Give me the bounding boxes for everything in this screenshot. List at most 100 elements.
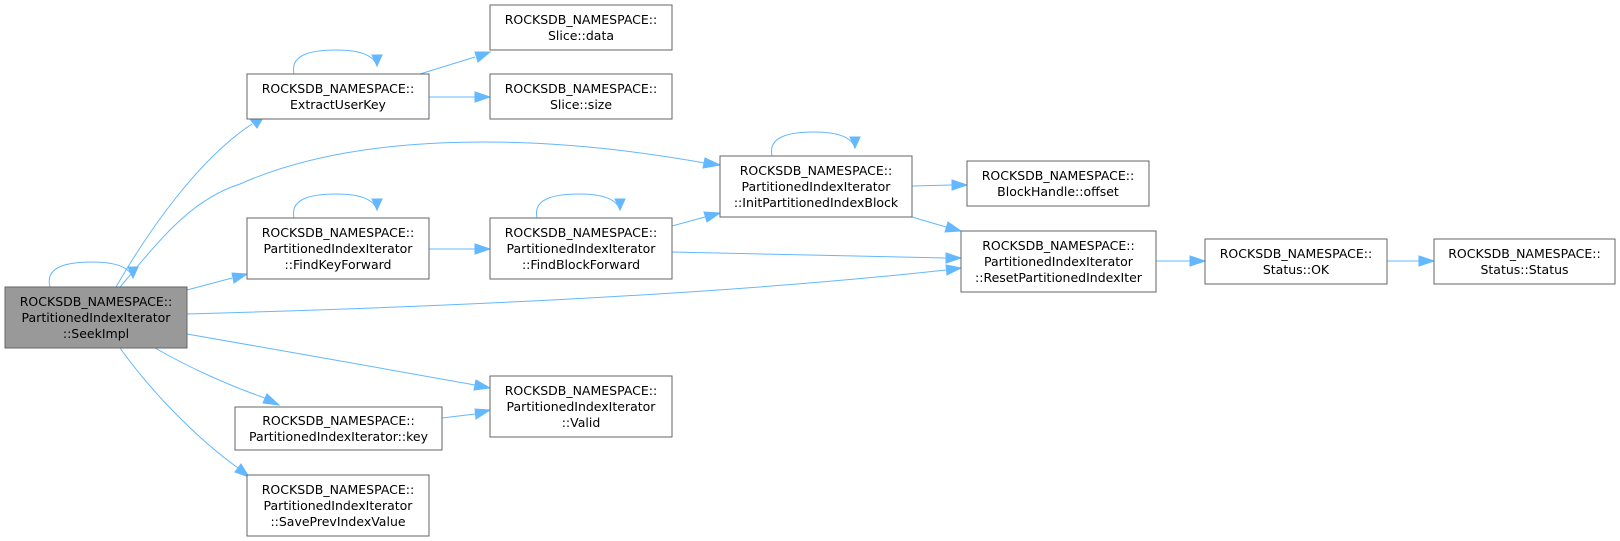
node-label-line: PartitionedIndexIterator bbox=[264, 498, 414, 513]
node-label-line: PartitionedIndexIterator bbox=[507, 241, 657, 256]
node-label-line: PartitionedIndexIterator::key bbox=[249, 429, 429, 444]
node-label-line: BlockHandle::offset bbox=[997, 184, 1119, 199]
node-label-line: ROCKSDB_NAMESPACE:: bbox=[505, 383, 657, 398]
node-findkeyforward[interactable]: ROCKSDB_NAMESPACE::PartitionedIndexItera… bbox=[246, 217, 430, 280]
edge-seekimpl-to-resetpartitionedindexiter bbox=[186, 264, 963, 315]
node-resetpartitionedindexiter[interactable]: ROCKSDB_NAMESPACE::PartitionedIndexItera… bbox=[960, 230, 1157, 293]
node-box[interactable] bbox=[246, 474, 430, 537]
node-label-line: Slice::size bbox=[550, 97, 612, 112]
edge-line bbox=[671, 216, 706, 227]
edge-line bbox=[186, 277, 233, 291]
arrowhead-icon bbox=[473, 379, 492, 391]
arrowhead-icon bbox=[231, 272, 249, 284]
node-key[interactable]: ROCKSDB_NAMESPACE::PartitionedIndexItera… bbox=[234, 406, 443, 451]
edge-seekimpl-to-key bbox=[154, 347, 281, 406]
node-label-line: ROCKSDB_NAMESPACE:: bbox=[505, 81, 657, 96]
arrowhead-icon bbox=[474, 51, 492, 63]
edge-line bbox=[186, 269, 947, 315]
node-label-line: PartitionedIndexIterator bbox=[264, 241, 414, 256]
node-box[interactable] bbox=[246, 73, 430, 120]
node-box[interactable] bbox=[960, 230, 1157, 293]
node-findblockforward[interactable]: ROCKSDB_NAMESPACE::PartitionedIndexItera… bbox=[489, 217, 673, 280]
edge-findkeyforward-to-findkeyforward bbox=[292, 193, 383, 219]
edge-resetpartitionedindexiter-to-status-ok bbox=[1156, 255, 1207, 267]
node-seekimpl[interactable]: ROCKSDB_NAMESPACE::PartitionedIndexItera… bbox=[4, 286, 188, 349]
edge-line bbox=[48, 261, 134, 288]
node-label-line: ROCKSDB_NAMESPACE:: bbox=[505, 225, 657, 240]
arrowhead-icon bbox=[262, 393, 281, 406]
arrowhead-icon bbox=[945, 252, 963, 264]
edge-seekimpl-to-findkeyforward bbox=[186, 272, 249, 291]
node-box[interactable] bbox=[489, 217, 673, 280]
node-slice-size[interactable]: ROCKSDB_NAMESPACE::Slice::size bbox=[489, 73, 673, 120]
node-initpartitionedindexblock[interactable]: ROCKSDB_NAMESPACE::PartitionedIndexItera… bbox=[719, 155, 913, 218]
node-saveprevindexvalue[interactable]: ROCKSDB_NAMESPACE::PartitionedIndexItera… bbox=[246, 474, 430, 537]
edge-status-ok-to-status-status bbox=[1387, 255, 1436, 267]
node-label-line: ::SavePrevIndexValue bbox=[270, 514, 405, 529]
arrowhead-icon bbox=[614, 198, 626, 212]
node-label-line: ROCKSDB_NAMESPACE:: bbox=[505, 12, 657, 27]
arrowhead-icon bbox=[951, 179, 969, 191]
edge-line bbox=[911, 184, 953, 187]
node-label-line: ::ResetPartitionedIndexIter bbox=[975, 270, 1143, 285]
arrowhead-icon bbox=[945, 264, 963, 276]
edge-extractuserkey-to-extractuserkey bbox=[292, 49, 383, 75]
edges-layer bbox=[48, 49, 1436, 478]
node-box[interactable] bbox=[1204, 238, 1388, 285]
node-label-line: ROCKSDB_NAMESPACE:: bbox=[20, 294, 172, 309]
node-label-line: ::InitPartitionedIndexBlock bbox=[734, 195, 899, 210]
node-label-line: ExtractUserKey bbox=[290, 97, 387, 112]
edge-key-to-valid bbox=[441, 408, 492, 420]
node-extractuserkey[interactable]: ROCKSDB_NAMESPACE::ExtractUserKey bbox=[246, 73, 430, 120]
edge-line bbox=[292, 49, 378, 75]
node-label-line: PartitionedIndexIterator bbox=[984, 254, 1134, 269]
node-label-line: PartitionedIndexIterator bbox=[742, 179, 892, 194]
edge-line bbox=[186, 333, 476, 386]
edge-initpartitionedindexblock-to-initpartitionedindexblock bbox=[770, 131, 861, 157]
edge-line bbox=[441, 413, 476, 419]
node-label-line: ROCKSDB_NAMESPACE:: bbox=[262, 413, 414, 428]
node-label-line: PartitionedIndexIterator bbox=[507, 399, 657, 414]
node-box[interactable] bbox=[719, 155, 913, 218]
node-box[interactable] bbox=[489, 73, 673, 120]
arrowhead-icon bbox=[703, 211, 722, 223]
node-status-ok[interactable]: ROCKSDB_NAMESPACE::Status::OK bbox=[1204, 238, 1388, 285]
edge-findblockforward-to-initpartitionedindexblock bbox=[671, 211, 722, 227]
node-label-line: Status::Status bbox=[1480, 262, 1568, 277]
edge-line bbox=[419, 56, 476, 75]
node-box[interactable] bbox=[489, 4, 673, 51]
edge-extractuserkey-to-slice-data bbox=[419, 51, 492, 75]
node-box[interactable] bbox=[234, 406, 443, 451]
arrowhead-icon bbox=[1418, 255, 1436, 267]
node-status-status[interactable]: ROCKSDB_NAMESPACE::Status::Status bbox=[1433, 238, 1616, 285]
node-slice-data[interactable]: ROCKSDB_NAMESPACE::Slice::data bbox=[489, 4, 673, 51]
node-box[interactable] bbox=[1433, 238, 1616, 285]
edge-line bbox=[154, 347, 266, 399]
arrowhead-icon bbox=[127, 266, 139, 280]
arrowhead-icon bbox=[474, 408, 492, 420]
edge-seekimpl-to-saveprevindexvalue bbox=[119, 347, 251, 478]
node-label-line: ::Valid bbox=[562, 415, 601, 430]
arrowhead-icon bbox=[849, 136, 861, 150]
node-blockhandle-offset[interactable]: ROCKSDB_NAMESPACE::BlockHandle::offset bbox=[966, 160, 1150, 207]
node-label-line: ROCKSDB_NAMESPACE:: bbox=[262, 81, 414, 96]
node-valid[interactable]: ROCKSDB_NAMESPACE::PartitionedIndexItera… bbox=[489, 375, 673, 438]
node-label-line: Status::OK bbox=[1263, 262, 1330, 277]
arrowhead-icon bbox=[1189, 255, 1207, 267]
node-box[interactable] bbox=[966, 160, 1150, 207]
edge-line bbox=[115, 123, 253, 288]
edge-findblockforward-to-findblockforward bbox=[535, 193, 626, 219]
node-label-line: ROCKSDB_NAMESPACE:: bbox=[1448, 246, 1600, 261]
edge-line bbox=[770, 131, 856, 157]
edge-seekimpl-to-seekimpl bbox=[48, 261, 139, 288]
node-label-line: Slice::data bbox=[548, 28, 614, 43]
arrowhead-icon bbox=[234, 463, 251, 478]
node-box[interactable] bbox=[489, 375, 673, 438]
node-box[interactable] bbox=[4, 286, 188, 349]
node-label-line: ROCKSDB_NAMESPACE:: bbox=[1220, 246, 1372, 261]
edge-extractuserkey-to-slice-size bbox=[429, 91, 492, 103]
node-box[interactable] bbox=[246, 217, 430, 280]
edge-seekimpl-to-valid bbox=[186, 333, 492, 391]
edge-findblockforward-to-resetpartitionedindexiter bbox=[671, 251, 963, 264]
